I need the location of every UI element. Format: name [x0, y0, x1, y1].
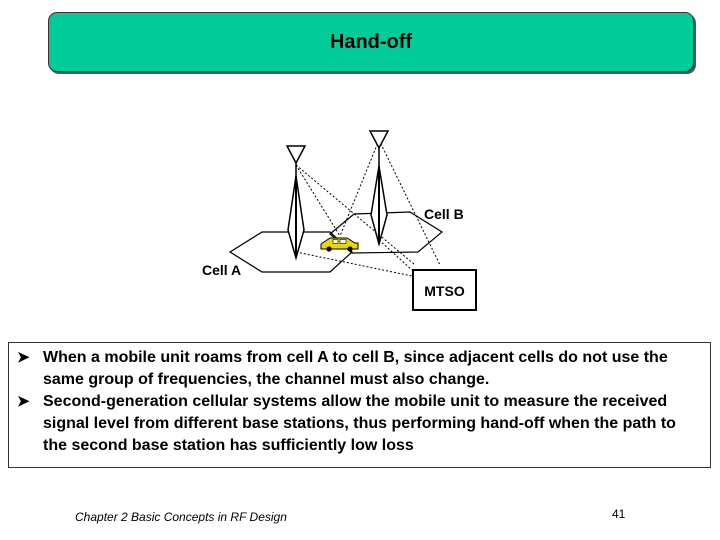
car-icon — [320, 237, 359, 252]
bullet-item: ➤ Second-generation cellular systems all… — [17, 391, 704, 457]
base-station-a-icon — [285, 145, 307, 261]
bullet-text: When a mobile unit roams from cell A to … — [43, 349, 668, 388]
arrow-bullet-icon: ➤ — [17, 349, 30, 366]
base-station-b-icon — [368, 130, 390, 247]
bullet-list: ➤ When a mobile unit roams from cell A t… — [8, 342, 711, 468]
signal-paths — [295, 139, 441, 277]
cell-a-hexagon — [228, 231, 353, 273]
title-banner: Hand-off — [48, 12, 694, 72]
mtso-label: MTSO — [424, 283, 465, 299]
page-number: 41 — [612, 507, 626, 521]
bullet-item: ➤ When a mobile unit roams from cell A t… — [17, 347, 704, 391]
chapter-footer: Chapter 2 Basic Concepts in RF Design — [75, 510, 287, 524]
slide-title: Hand-off — [329, 30, 413, 53]
hand-off-diagram: MTSO Cell A Cell B — [202, 130, 477, 311]
cell-b-label: Cell B — [424, 206, 464, 222]
cell-b-hexagon — [329, 211, 444, 254]
mtso-box: MTSO — [412, 269, 477, 311]
arrow-bullet-icon: ➤ — [17, 393, 30, 410]
bullet-text: Second-generation cellular systems allow… — [43, 393, 676, 454]
cell-a-label: Cell A — [202, 262, 241, 278]
